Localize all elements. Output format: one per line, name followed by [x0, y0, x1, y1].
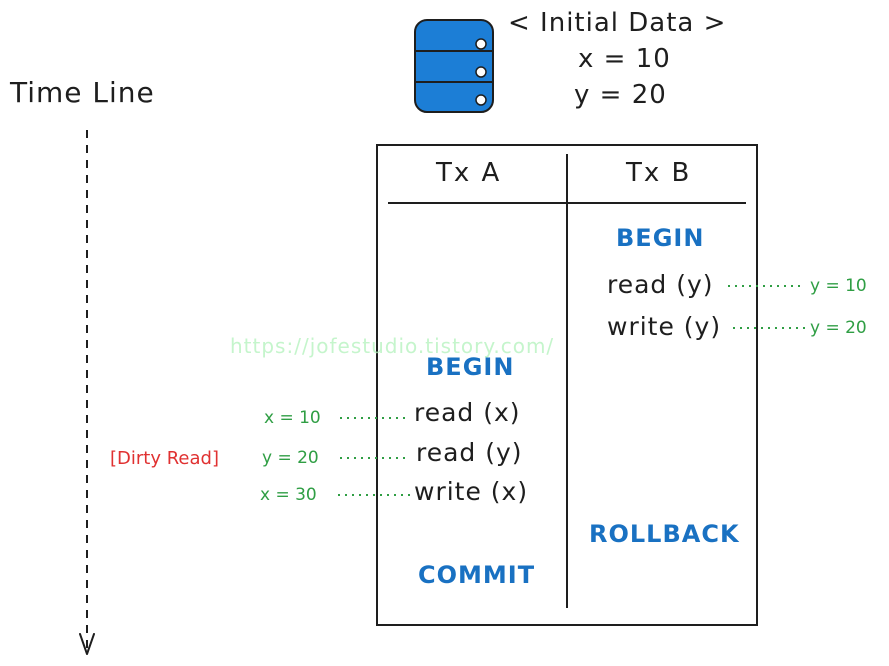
tx-a-header: Tx A: [436, 158, 502, 188]
tx-b-rollback: ROLLBACK: [589, 520, 740, 548]
tx-a-read-x: read (x): [414, 398, 521, 427]
tx-b-read-y: read (y): [607, 270, 714, 299]
tx-b-header: Tx B: [626, 158, 692, 188]
watermark: https://jofestudio.tistory.com/: [230, 334, 555, 358]
tx-a-commit: COMMIT: [418, 561, 536, 589]
tx-b-write-y: write (y): [607, 312, 722, 341]
tx-a-read-x-value: x = 10: [264, 408, 321, 428]
tx-b-write-y-value: y = 20: [810, 318, 867, 338]
initial-data-x: x = 10: [578, 44, 671, 74]
tx-a-begin: BEGIN: [426, 353, 515, 381]
tx-a-read-y: read (y): [416, 438, 523, 467]
database-icon: [414, 19, 494, 113]
initial-data-y: y = 20: [574, 80, 667, 110]
tx-a-read-y-value: y = 20: [262, 448, 319, 468]
tx-b-begin: BEGIN: [616, 224, 705, 252]
table-frame: [376, 144, 758, 626]
tx-a-write-x: write (x): [414, 477, 529, 506]
dirty-read-note: [Dirty Read]: [110, 448, 219, 469]
tx-a-write-x-value: x = 30: [260, 485, 317, 505]
tx-b-read-y-value: y = 10: [810, 276, 867, 296]
arrow-down-icon: [79, 633, 95, 655]
timeline-label: Time Line: [10, 76, 155, 109]
initial-data-title: < Initial Data >: [508, 8, 727, 38]
